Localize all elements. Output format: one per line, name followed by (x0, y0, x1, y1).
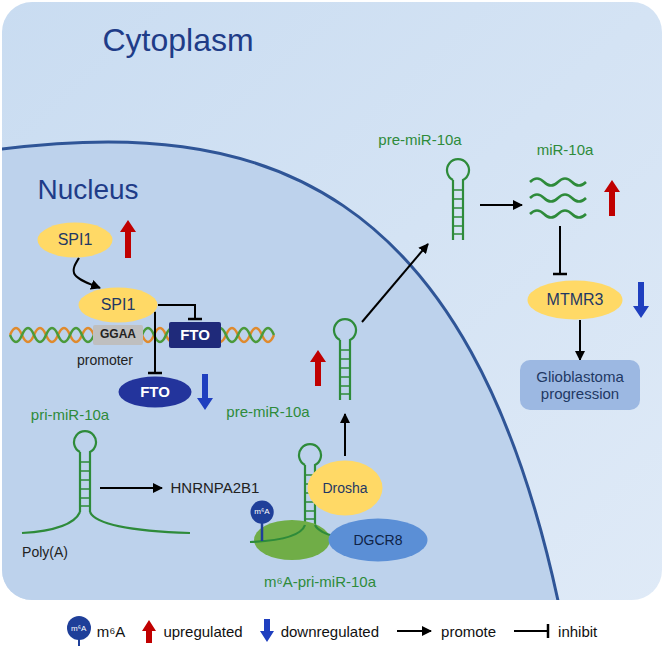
region-title: Cytoplasm (102, 22, 253, 59)
node-text: GGAA (100, 328, 136, 342)
promote-arrow (480, 204, 522, 206)
protein-label: HNRNPA2B1 (171, 479, 260, 496)
legend-up-arrow (142, 620, 156, 643)
legend-text: inhibit (558, 623, 597, 640)
legend: m⁶A m⁶A upregulated downregulated promote inh… (0, 614, 664, 648)
legend-sample (259, 619, 275, 643)
promoter-motif-box: GGAA (93, 325, 143, 345)
promote-arrow (100, 487, 162, 489)
promote-connector (74, 258, 100, 288)
node-outline (38, 223, 113, 258)
node-text: Drosha (322, 480, 367, 496)
outcome-box: Glioblastoma progression (520, 360, 640, 410)
nucleus-region (2, 142, 560, 600)
upregulated-arrow (604, 180, 620, 216)
legend-entry: upregulated (141, 619, 242, 643)
legend-sample (395, 619, 435, 643)
node-outline (528, 281, 623, 320)
node-text: FTO (140, 383, 170, 400)
protein-ellipse: Drosha (307, 460, 383, 516)
promote-arrow (344, 414, 346, 456)
node-text: DGCR8 (353, 532, 402, 548)
legend-text: promote (441, 623, 496, 640)
protein-ellipse: SPI1 (78, 287, 158, 323)
protein-ellipse: SPI1 (37, 222, 113, 258)
m6a-legend-head: m⁶A (67, 616, 91, 640)
rna-label: pre-miR-10a (378, 131, 461, 148)
upregulated-arrow (310, 350, 326, 386)
inhibit-line (559, 226, 561, 274)
mirna-strands (530, 179, 586, 218)
m6a-legend-stick (78, 639, 81, 646)
legend-sample (141, 619, 157, 643)
node-outline (79, 288, 158, 323)
hairpin-rna (74, 431, 96, 512)
legend-promote-arrow (397, 630, 431, 632)
upregulated-arrow (120, 220, 136, 258)
node-text: SPI1 (58, 231, 93, 249)
legend-sample (512, 619, 552, 643)
legend-entry: promote (395, 619, 496, 643)
inhibit-connector (154, 312, 156, 373)
node-outline (329, 519, 428, 562)
legend-icon-text: m⁶A (71, 624, 86, 633)
legend-entry: inhibit (512, 619, 597, 643)
rna-label: Poly(A) (22, 544, 68, 560)
node-text: m⁶A (254, 507, 269, 516)
rna-label: pre-miR-10a (226, 403, 309, 420)
legend-entry: m⁶A m⁶A (67, 616, 126, 646)
legend-text: m⁶A (97, 623, 126, 640)
node-outline (250, 500, 273, 523)
inhibit-connector (158, 305, 195, 319)
dna-label: promoter (77, 352, 133, 368)
legend-text: downregulated (281, 623, 379, 640)
m6a-stick (261, 523, 264, 541)
rna-label: pri-miR-10a (31, 406, 109, 423)
hairpin-rna (447, 159, 469, 240)
legend-text: upregulated (163, 623, 242, 640)
gene-box: FTO (169, 322, 221, 348)
node-outline (119, 377, 192, 408)
protein-ellipse: MTMR3 (527, 280, 623, 320)
node-outline (308, 461, 383, 516)
rna-tail (22, 512, 190, 533)
promote-arrow (362, 244, 428, 322)
hairpin-rna (334, 319, 356, 400)
protein-ellipse: DGCR8 (328, 518, 428, 562)
m6a-mark: m⁶A (250, 500, 274, 524)
node-text: Glioblastoma progression (528, 368, 632, 403)
legend-entry: downregulated (259, 619, 379, 643)
node-text: SPI1 (101, 296, 136, 314)
legend-inhibit-line (514, 630, 548, 632)
m6a-legend-icon: m⁶A (67, 616, 91, 646)
node-text: FTO (180, 326, 210, 343)
region-title: Nucleus (37, 174, 138, 206)
rna-label: m⁶A-pri-miR-10a (264, 573, 376, 590)
rna-label: miR-10a (537, 141, 594, 158)
promote-connector (579, 320, 581, 360)
downregulated-arrow (633, 282, 649, 318)
node-text: MTMR3 (547, 291, 604, 309)
protein-ellipse: FTO (118, 376, 192, 408)
downregulated-arrow (197, 374, 213, 410)
legend-down-arrow (260, 619, 274, 642)
